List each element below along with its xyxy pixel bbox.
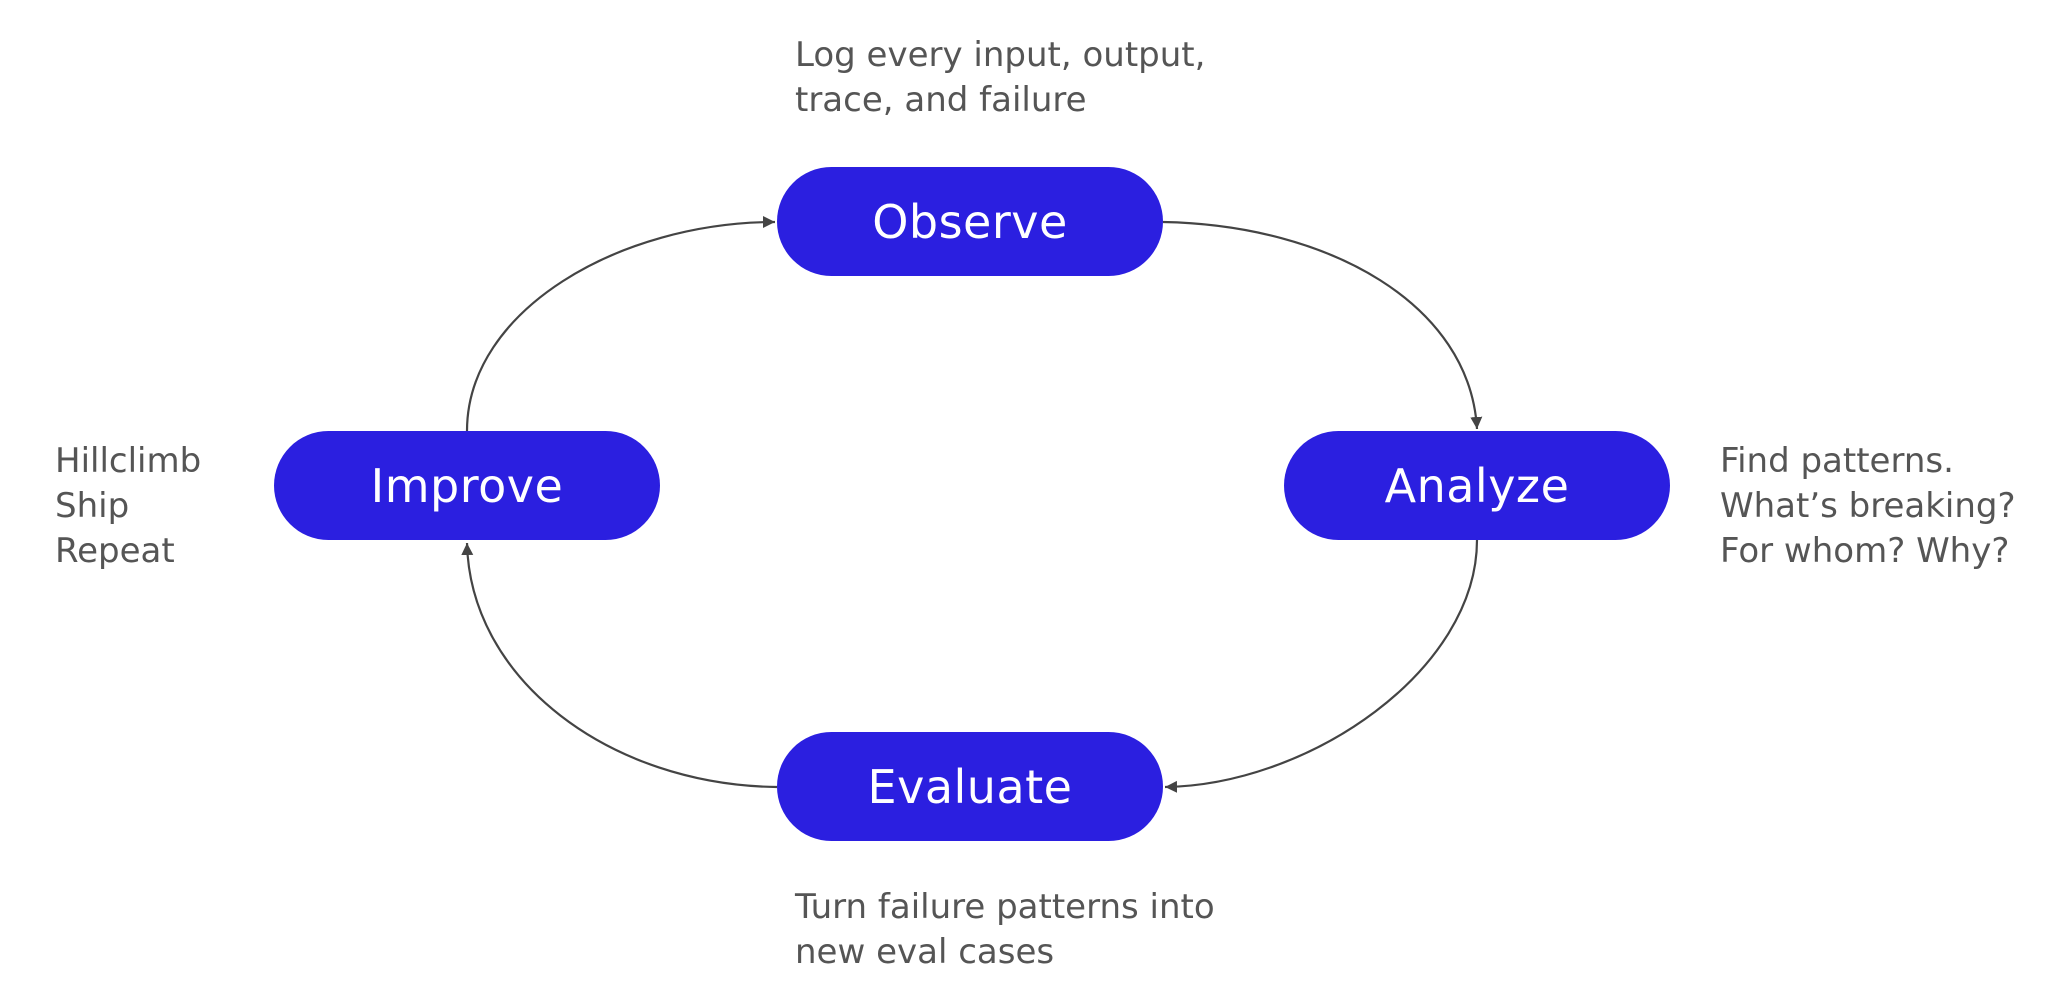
note-evaluate-line: Turn failure patterns into: [795, 887, 1215, 927]
note-improve-line: Hillclimb: [55, 441, 202, 481]
note-analyze-line: For whom? Why?: [1720, 531, 2010, 571]
node-analyze: Analyze: [1284, 431, 1670, 540]
node-improve-label: Improve: [370, 458, 564, 513]
node-improve: Improve: [274, 431, 660, 540]
note-observe-line: Log every input, output,: [795, 35, 1206, 75]
node-observe-label: Observe: [872, 194, 1068, 249]
note-evaluate-line: new eval cases: [795, 932, 1055, 972]
edge-observe-to-analyze: [1162, 220, 1483, 430]
edge-improve-to-observe: [465, 216, 776, 432]
node-analyze-label: Analyze: [1384, 458, 1570, 513]
note-observe: Log every input, output, trace, and fail…: [795, 33, 1205, 123]
note-analyze-line: What’s breaking?: [1720, 486, 2016, 526]
note-analyze: Find patterns. What’s breaking? For whom…: [1720, 439, 2016, 574]
note-analyze-line: Find patterns.: [1720, 441, 1954, 481]
note-evaluate: Turn failure patterns into new eval case…: [795, 885, 1215, 975]
note-improve-line: Repeat: [55, 531, 175, 571]
edge-analyze-to-evaluate: [1164, 539, 1479, 793]
node-observe: Observe: [777, 167, 1163, 276]
note-improve-line: Ship: [55, 486, 130, 526]
node-evaluate-label: Evaluate: [867, 759, 1073, 814]
note-observe-line: trace, and failure: [795, 80, 1087, 120]
node-evaluate: Evaluate: [777, 732, 1163, 841]
edge-evaluate-to-improve: [461, 542, 778, 789]
note-improve: Hillclimb Ship Repeat: [55, 439, 201, 574]
